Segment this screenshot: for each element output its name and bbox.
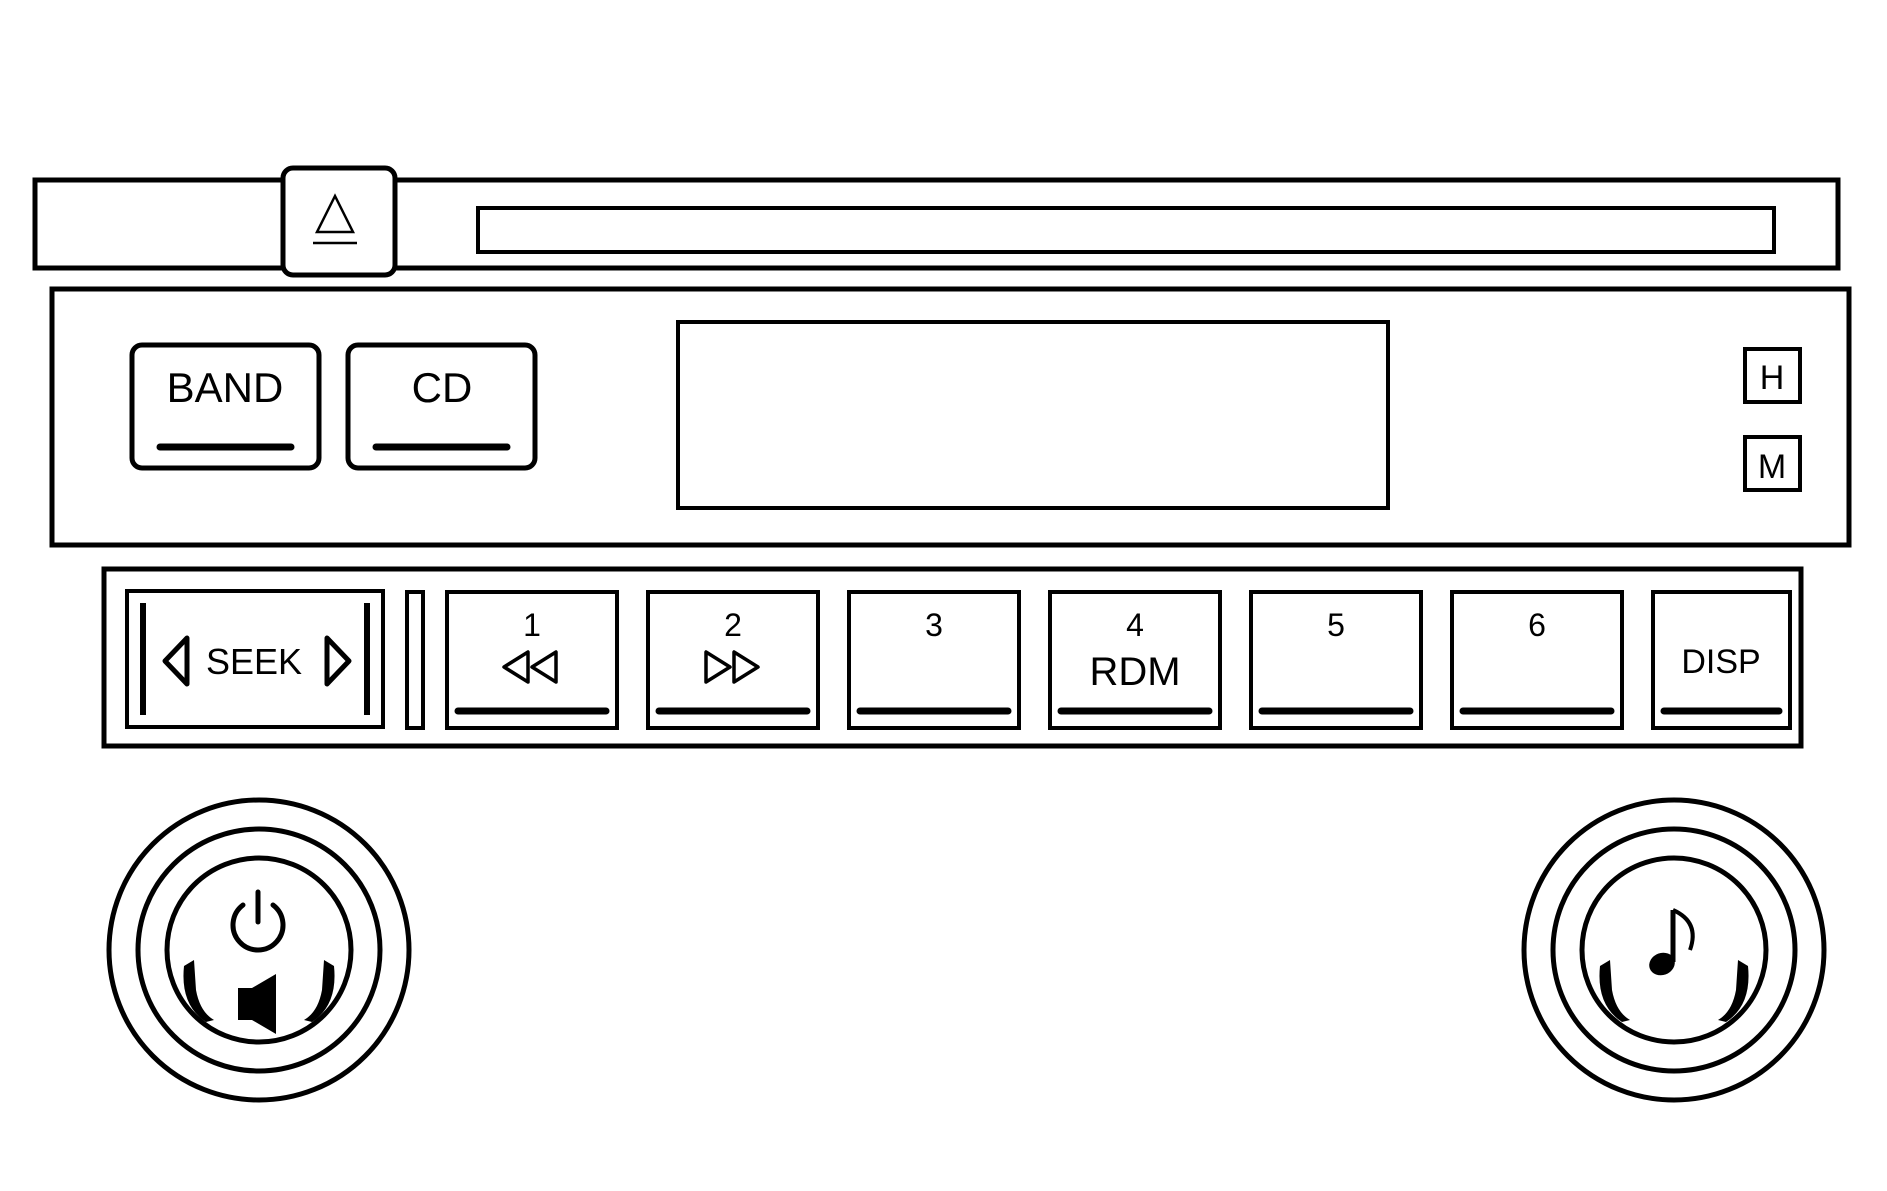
triangle-right-icon[interactable] — [324, 635, 352, 687]
preset-2-button[interactable]: 2 — [646, 590, 820, 730]
cd-button[interactable]: CD — [345, 342, 538, 471]
m-button[interactable]: M — [1743, 435, 1802, 492]
rotate-left-arrow — [183, 960, 214, 1022]
preset-5-number: 5 — [1327, 607, 1345, 643]
music-note-icon — [1649, 908, 1695, 976]
fast-forward-icon — [704, 650, 760, 684]
eject-icon — [313, 193, 357, 245]
seek-button[interactable]: SEEK — [125, 589, 385, 729]
preset-4-number: 4 — [1126, 607, 1144, 643]
band-label: BAND — [167, 364, 284, 411]
power-volume-knob[interactable] — [106, 797, 412, 1103]
triangle-left-icon[interactable] — [162, 635, 190, 687]
preset-3-number: 3 — [925, 607, 943, 643]
preset-4-button[interactable]: 4 RDM — [1048, 590, 1222, 730]
preset-2-number: 2 — [724, 607, 742, 643]
seek-divider — [405, 590, 425, 730]
preset-3-button[interactable]: 3 — [847, 590, 1021, 730]
preset-1-number: 1 — [523, 607, 541, 643]
preset-6-button[interactable]: 6 — [1450, 590, 1624, 730]
m-label: M — [1758, 448, 1786, 486]
power-icon — [230, 889, 286, 953]
h-button[interactable]: H — [1743, 347, 1802, 404]
rotate-left-arrow — [1599, 960, 1630, 1022]
disp-label: DISP — [1681, 643, 1760, 681]
cd-label: CD — [412, 364, 473, 411]
band-button[interactable]: BAND — [129, 342, 322, 471]
cd-slot[interactable] — [476, 206, 1776, 254]
h-label: H — [1760, 359, 1785, 397]
seek-label: SEEK — [206, 641, 302, 682]
eject-button[interactable] — [280, 165, 398, 278]
preset-5-button[interactable]: 5 — [1249, 590, 1423, 730]
speaker-icon — [238, 974, 276, 1034]
tone-knob[interactable] — [1521, 797, 1827, 1103]
disp-button[interactable]: DISP — [1651, 590, 1792, 730]
display-screen — [676, 320, 1390, 510]
rewind-icon — [502, 650, 558, 684]
preset-4-label: RDM — [1089, 650, 1180, 694]
preset-1-button[interactable]: 1 — [445, 590, 619, 730]
rotate-right-arrow — [304, 960, 335, 1022]
rotate-right-arrow — [1718, 960, 1749, 1022]
preset-6-number: 6 — [1528, 607, 1546, 643]
